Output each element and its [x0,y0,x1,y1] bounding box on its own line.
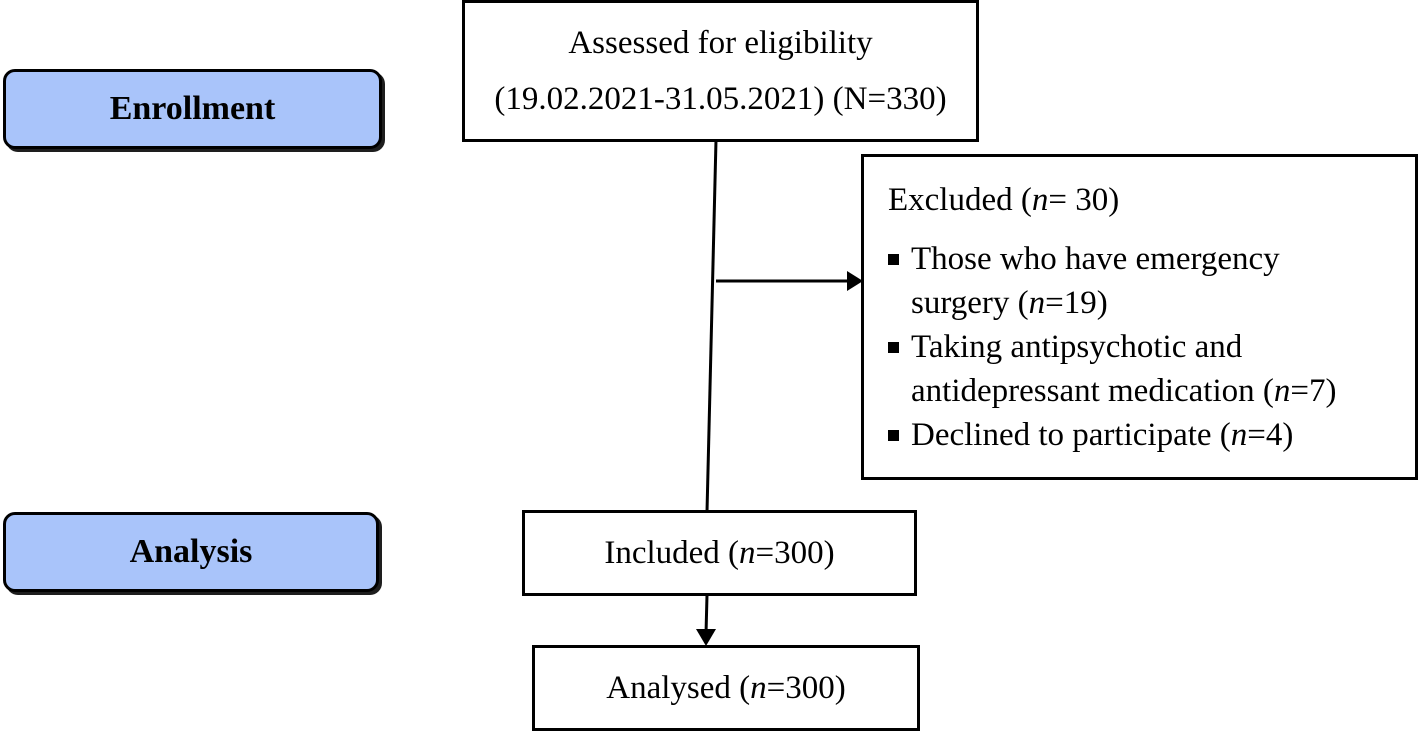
analysis-stage-label: Analysis [3,512,379,592]
included-text: Included (n=300) [604,535,835,571]
excluded-title: Excluded (n= 30) [888,182,1120,218]
arrow-to-excluded-head [847,271,863,291]
arrow-to-analysed-head [696,629,716,646]
included-box: Included (n=300) [522,510,917,596]
assessed-line-1: Assessed for eligibility [568,25,873,61]
analysed-text: Analysed (n=300) [606,670,846,706]
enrollment-label-text: Enrollment [109,90,276,127]
bullet-square-icon [888,342,899,353]
enrollment-stage-label: Enrollment [3,69,382,149]
assessed-line-2: (19.02.2021-31.05.2021) (N=330) [494,81,947,117]
connector-included-to-analysed [704,594,709,635]
analysed-box: Analysed (n=300) [532,645,920,731]
bullet-square-icon [888,430,899,441]
excluded-box: Excluded (n= 30) Those who have emergenc… [861,154,1418,480]
connector-assessed-to-included [705,139,718,513]
excluded-reason-item: Those who have emergency surgery (n=19) [888,237,1331,325]
excluded-reason-item: Taking antipsychotic and antidepressant … [888,325,1411,413]
excluded-reason-item: Declined to participate (n=4) [888,413,1415,457]
bullet-square-icon [888,254,899,265]
analysis-label-text: Analysis [129,533,253,570]
assessed-box: Assessed for eligibility (19.02.2021-31.… [462,0,979,142]
